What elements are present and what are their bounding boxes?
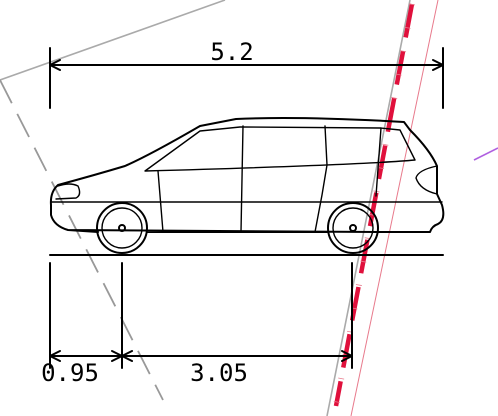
headlight [55, 183, 81, 200]
construction-line-top [0, 0, 226, 81]
rear-pillar [375, 127, 382, 197]
overall-length-label: 5.2 [210, 38, 253, 66]
wheelbase-label: 3.05 [190, 359, 248, 387]
overall-length-dimension: 5.2 [49, 38, 444, 109]
c-pillar [314, 125, 328, 233]
front-wheel [96, 202, 148, 254]
car-outline [49, 117, 445, 233]
front-overhang-label: 0.95 [41, 359, 99, 387]
departure-red-dashed-line [333, 3, 415, 407]
rear-wheel [327, 202, 379, 254]
rear-light [415, 165, 438, 195]
bottom-dimensions: 0.95 3.05 [41, 262, 353, 387]
window-outline [144, 126, 416, 172]
purple-line [473, 147, 498, 161]
b-pillar [240, 125, 244, 233]
a-pillar [157, 170, 164, 233]
dashed-approach-line [0, 79, 164, 401]
car-body-outline [49, 117, 445, 233]
departure-red-thin-line [350, 0, 439, 416]
